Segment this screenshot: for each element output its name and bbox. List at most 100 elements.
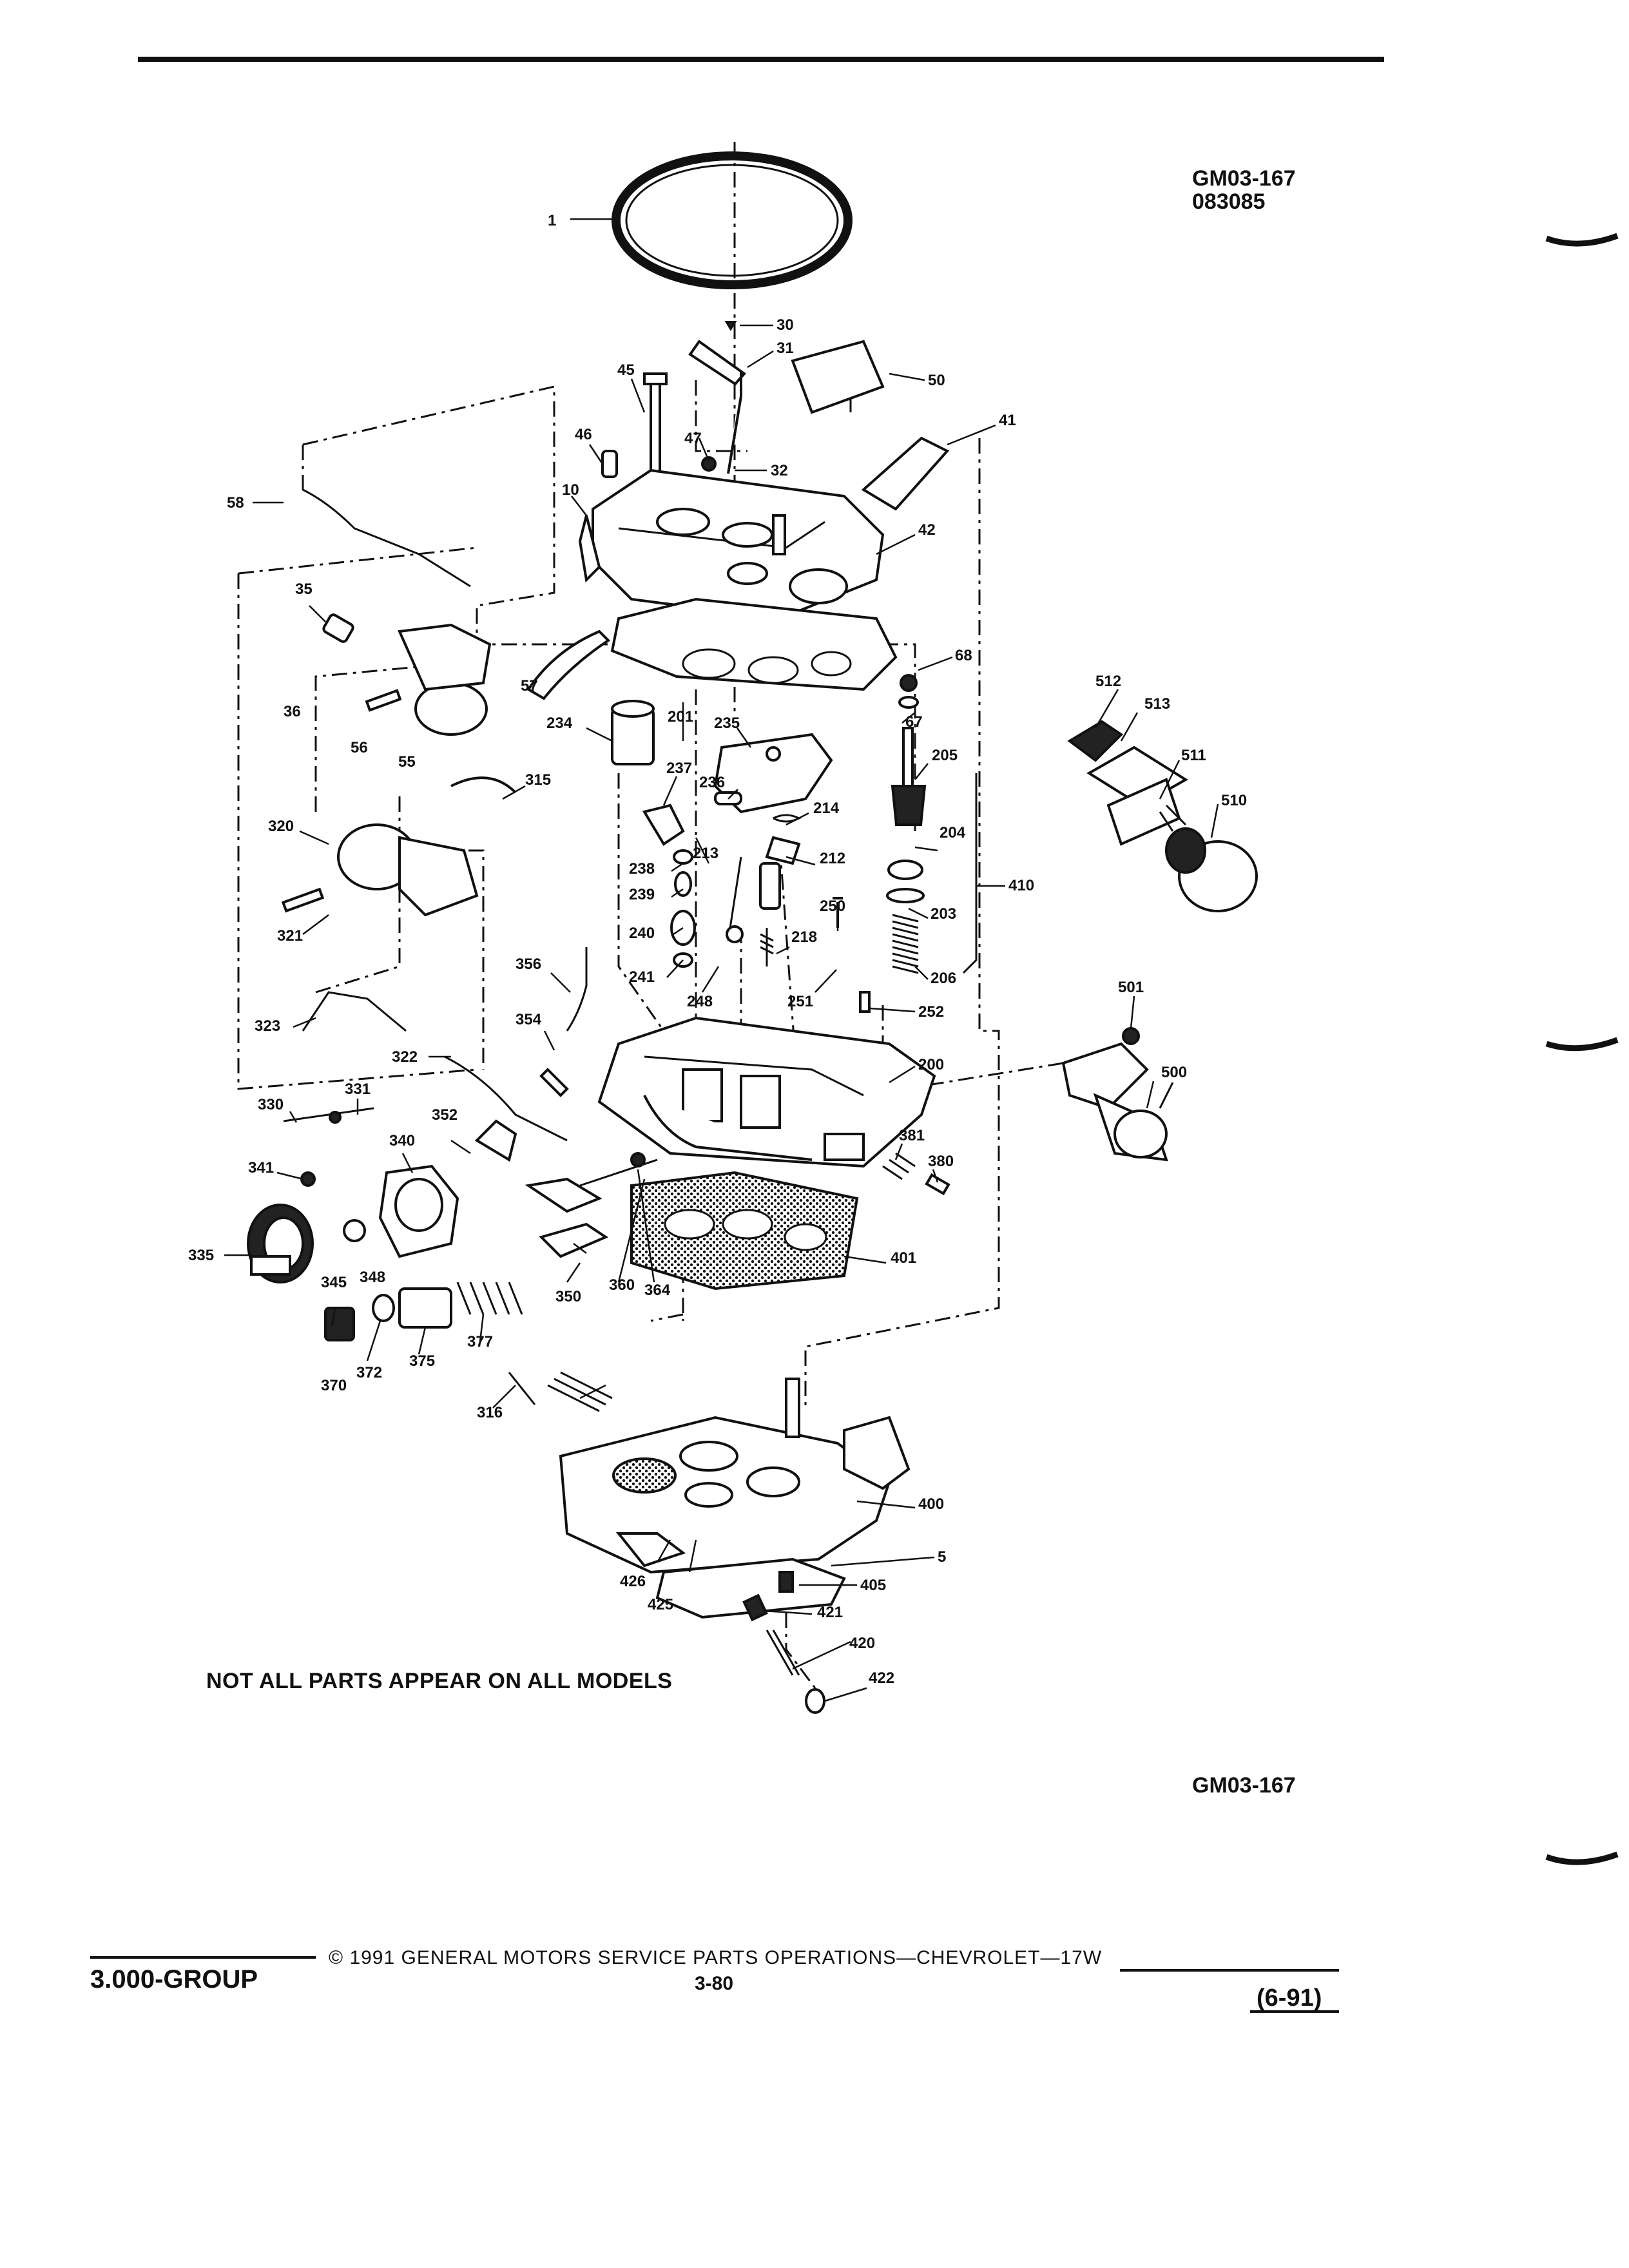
label-381: 381 [899, 1127, 925, 1144]
label-1: 1 [548, 212, 556, 229]
label-316: 316 [477, 1404, 503, 1421]
label-248: 248 [687, 993, 713, 1010]
right-vacuum-break [1067, 720, 1258, 912]
label-67: 67 [905, 713, 923, 731]
label-512: 512 [1095, 673, 1121, 690]
label-235: 235 [714, 715, 740, 732]
label-348: 348 [360, 1269, 385, 1286]
label-55: 55 [398, 753, 416, 771]
part-10-air-horn [578, 468, 885, 620]
label-45: 45 [617, 361, 635, 379]
label-356: 356 [516, 956, 541, 973]
label-335: 335 [188, 1247, 214, 1264]
idle-screw-parts [742, 1571, 825, 1714]
label-421: 421 [817, 1604, 843, 1621]
label-320: 320 [268, 818, 294, 835]
throttle-linkage [444, 947, 658, 1258]
label-341: 341 [248, 1159, 274, 1177]
label-380: 380 [928, 1153, 954, 1170]
footer-rule-date [1250, 2010, 1339, 2013]
label-401: 401 [891, 1249, 916, 1267]
part-number-labels: 1 30 31 45 50 41 46 47 32 58 10 42 35 36… [188, 212, 1247, 1687]
label-372: 372 [356, 1364, 382, 1381]
label-31: 31 [776, 340, 794, 357]
label-240: 240 [629, 925, 655, 942]
part-201-gasket [610, 597, 898, 691]
label-322: 322 [392, 1048, 418, 1066]
left-vacuum-break [281, 776, 517, 1032]
label-212: 212 [820, 850, 845, 867]
label-50: 50 [928, 372, 945, 389]
label-204: 204 [940, 824, 966, 841]
part-200-float-bowl [597, 1016, 936, 1168]
label-237: 237 [666, 760, 692, 777]
choke-housing [247, 1107, 459, 1283]
top-hardware [601, 321, 950, 511]
label-238: 238 [629, 860, 655, 878]
label-330: 330 [258, 1096, 284, 1113]
label-42: 42 [918, 521, 936, 539]
footer-page-number: 3-80 [695, 1973, 734, 1994]
label-331: 331 [345, 1081, 371, 1098]
label-57: 57 [521, 677, 538, 695]
choke-vacuum-break-left [302, 488, 611, 736]
label-364: 364 [644, 1282, 671, 1299]
screws-380-381 [882, 1152, 950, 1196]
label-354: 354 [516, 1011, 542, 1028]
part-400-throttle-body [559, 1378, 911, 1574]
part-1-gasket-ring [612, 151, 853, 289]
label-426: 426 [620, 1573, 646, 1590]
top-rule [138, 57, 1384, 62]
label-370: 370 [321, 1377, 347, 1394]
models-note: NOT ALL PARTS APPEAR ON ALL MODELS [206, 1669, 673, 1693]
label-68: 68 [955, 647, 972, 664]
label-236: 236 [699, 774, 725, 791]
label-30: 30 [776, 316, 794, 334]
label-360: 360 [609, 1276, 635, 1294]
figure-code-bottom: GM03-167 [1192, 1773, 1296, 1798]
label-35: 35 [295, 581, 313, 598]
float-parts [611, 700, 871, 1013]
label-218: 218 [791, 928, 817, 946]
label-340: 340 [389, 1132, 415, 1149]
label-36: 36 [284, 703, 301, 720]
label-510: 510 [1221, 792, 1247, 809]
label-234: 234 [546, 715, 573, 732]
label-405: 405 [860, 1577, 886, 1594]
label-206: 206 [930, 970, 956, 987]
label-352: 352 [432, 1106, 458, 1124]
label-205: 205 [932, 747, 958, 764]
label-251: 251 [787, 993, 813, 1010]
label-252: 252 [918, 1003, 944, 1021]
label-323: 323 [255, 1017, 280, 1035]
footer-copyright: © 1991 GENERAL MOTORS SERVICE PARTS OPER… [329, 1947, 1103, 1968]
pump-parts [324, 1282, 523, 1341]
label-58: 58 [227, 494, 244, 512]
label-511: 511 [1181, 747, 1206, 764]
scan-artifacts [1545, 233, 1619, 1865]
label-420: 420 [849, 1635, 875, 1652]
spring-315 [508, 1371, 613, 1412]
label-214: 214 [813, 800, 840, 817]
label-56: 56 [351, 739, 368, 756]
label-321: 321 [277, 927, 303, 945]
label-241: 241 [629, 968, 655, 986]
label-239: 239 [629, 886, 655, 903]
label-375: 375 [409, 1352, 435, 1370]
label-425: 425 [648, 1596, 673, 1613]
label-500: 500 [1161, 1064, 1187, 1081]
label-41: 41 [999, 412, 1016, 429]
label-47: 47 [684, 430, 702, 447]
footer-rule-right [1120, 1969, 1339, 1972]
label-422: 422 [869, 1669, 894, 1687]
label-345: 345 [321, 1274, 347, 1291]
label-350: 350 [555, 1288, 581, 1305]
power-piston [886, 674, 978, 974]
label-315: 315 [525, 771, 551, 789]
footer-date: (6-91) [1257, 1984, 1322, 2012]
choke-coil-assembly [1061, 1027, 1174, 1162]
label-10: 10 [562, 481, 579, 499]
label-377: 377 [467, 1333, 493, 1350]
label-203: 203 [930, 905, 956, 923]
